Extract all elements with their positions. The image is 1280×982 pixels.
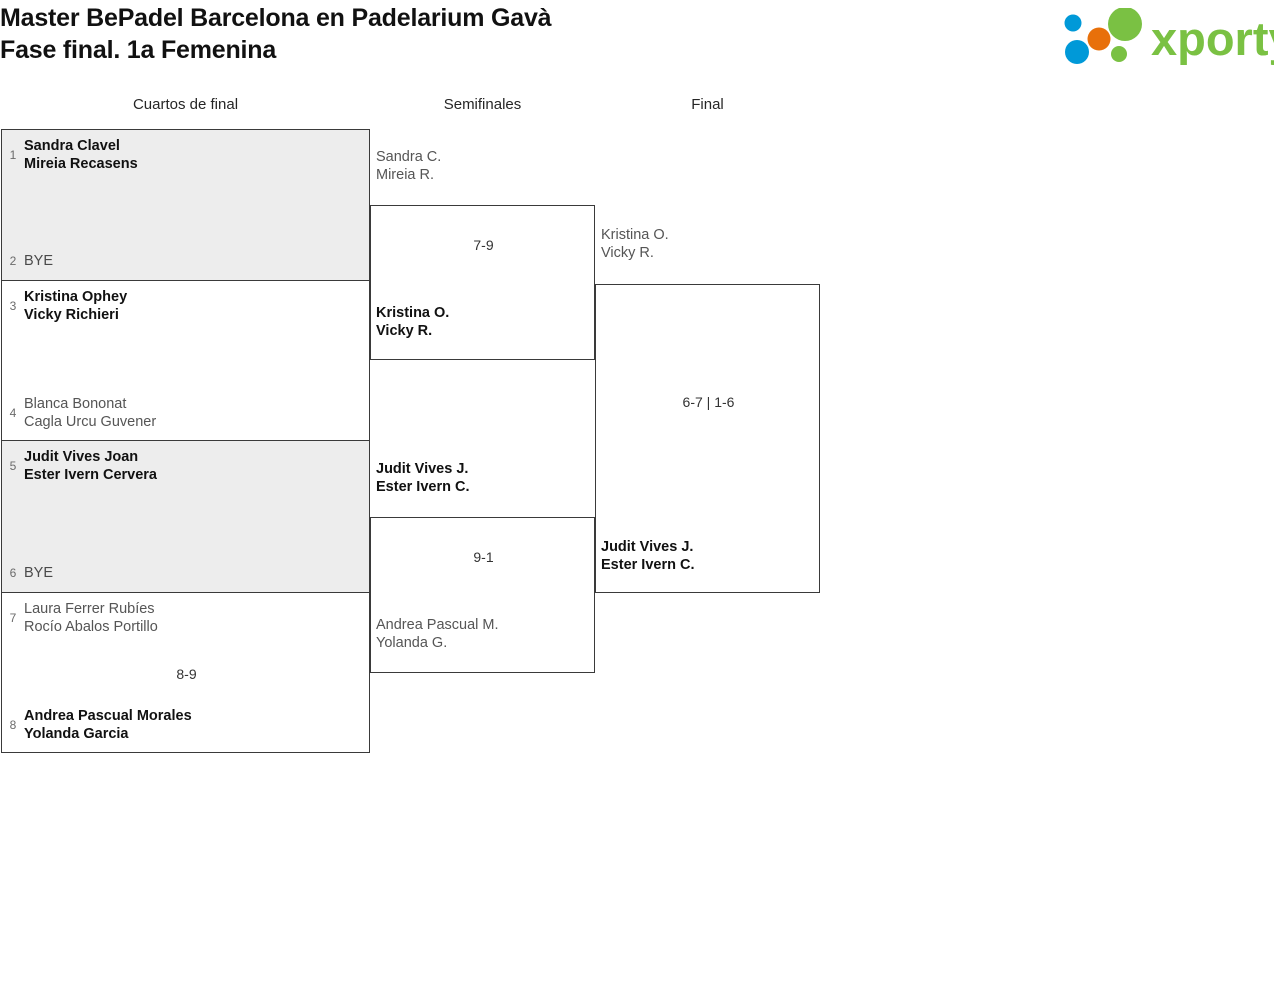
seed-number: 5: [9, 459, 17, 473]
team-names: BYE: [24, 252, 53, 271]
player-name: Judit Vives J.: [376, 461, 469, 477]
match-team-bottom: 4 Blanca Bononat Cagla Urcu Guvener: [2, 395, 157, 431]
team-names: Kristina O. Vicky R.: [376, 304, 449, 340]
player-name: Mireia Recasens: [24, 156, 138, 172]
player-name: Laura Ferrer Rubíes: [24, 601, 155, 617]
match-team-top: 3 Kristina Ophey Vicky Richieri: [2, 288, 127, 324]
tournament-title-line-2: Fase final. 1a Femenina: [0, 36, 277, 64]
xporty-logo[interactable]: xporty: [1052, 8, 1274, 66]
player-name: Blanca Bononat: [24, 396, 127, 412]
team-names: Andrea Pascual M. Yolanda G.: [376, 616, 499, 652]
team-names: Laura Ferrer Rubíes Rocío Abalos Portill…: [24, 600, 158, 636]
team-names: Judit Vives J. Ester Ivern C.: [601, 538, 695, 574]
player-name: Vicky Richieri: [24, 307, 119, 323]
match-team-top: 7 Laura Ferrer Rubíes Rocío Abalos Porti…: [2, 600, 158, 636]
match-semifinal-1[interactable]: 7-9: [370, 205, 595, 360]
player-name: Kristina O.: [376, 305, 450, 321]
player-name: Kristina O.: [601, 227, 669, 243]
match-score: 6-7 | 1-6: [682, 394, 735, 410]
player-name: Ester Ivern C.: [376, 479, 470, 495]
match-quarterfinal-3[interactable]: 5 Judit Vives Joan Ester Ivern Cervera 6…: [1, 440, 370, 593]
page-title: Master BePadel Barcelona en Padelarium G…: [0, 2, 552, 66]
match-final[interactable]: 6-7 | 1-6: [595, 284, 820, 593]
seed-number: 1: [9, 148, 17, 162]
tournament-title-line-1: Master BePadel Barcelona en Padelarium G…: [0, 4, 552, 32]
match-semifinal-2[interactable]: 9-1: [370, 517, 595, 673]
logo-wordmark: xporty: [1151, 12, 1274, 65]
player-name: Kristina Ophey: [24, 289, 128, 305]
team-names: Andrea Pascual Morales Yolanda Garcia: [24, 707, 192, 743]
player-name: Vicky R.: [376, 323, 433, 339]
player-name: Rocío Abalos Portillo: [24, 619, 158, 635]
round-header-quarterfinals: Cuartos de final: [132, 96, 239, 113]
player-name: BYE: [24, 253, 54, 269]
player-name: Ester Ivern Cervera: [24, 467, 157, 483]
semifinal-1-team-bottom: Kristina O. Vicky R.: [376, 304, 449, 340]
seed-number: 8: [9, 718, 17, 732]
seed-number: 7: [9, 611, 17, 625]
logo-dot-green-small: [1111, 46, 1127, 62]
team-names: Sandra C. Mireia R.: [376, 148, 441, 184]
player-name: Yolanda G.: [376, 635, 448, 651]
player-name: Andrea Pascual M.: [376, 617, 499, 633]
match-quarterfinal-1[interactable]: 1 Sandra Clavel Mireia Recasens 2 BYE: [1, 129, 370, 281]
player-name: Cagla Urcu Guvener: [24, 414, 157, 430]
player-name: BYE: [24, 565, 54, 581]
match-score: 7-9: [473, 237, 494, 253]
match-team-bottom: 6 BYE: [2, 564, 53, 583]
player-name: Yolanda Garcia: [24, 726, 129, 742]
player-name: Ester Ivern C.: [601, 557, 695, 573]
team-names: Judit Vives Joan Ester Ivern Cervera: [24, 448, 157, 484]
player-name: Sandra Clavel: [24, 138, 120, 154]
match-score: 9-1: [473, 549, 494, 565]
match-score: 8-9: [176, 666, 197, 682]
semifinal-2-team-top: Judit Vives J. Ester Ivern C.: [376, 460, 470, 496]
round-header-final: Final: [691, 96, 724, 113]
seed-number: 2: [9, 254, 17, 268]
player-name: Judit Vives J.: [601, 539, 694, 555]
match-team-top: 1 Sandra Clavel Mireia Recasens: [2, 137, 138, 173]
match-quarterfinal-4[interactable]: 7 Laura Ferrer Rubíes Rocío Abalos Porti…: [1, 592, 370, 753]
logo-dot-orange: [1087, 27, 1111, 51]
page-header: Master BePadel Barcelona en Padelarium G…: [0, 0, 1280, 92]
semifinal-2-team-bottom: Andrea Pascual M. Yolanda G.: [376, 616, 499, 652]
match-quarterfinal-2[interactable]: 3 Kristina Ophey Vicky Richieri 9-3 4 Bl…: [1, 280, 370, 522]
round-headers: Cuartos de final Semifinales Final: [0, 96, 1280, 124]
seed-number: 6: [9, 566, 17, 580]
team-names: Kristina O. Vicky R.: [601, 226, 669, 262]
team-names: Judit Vives J. Ester Ivern C.: [376, 460, 470, 496]
team-names: Sandra Clavel Mireia Recasens: [24, 137, 138, 173]
player-name: Sandra C.: [376, 149, 442, 165]
team-names: Kristina Ophey Vicky Richieri: [24, 288, 127, 324]
seed-number: 3: [9, 299, 17, 313]
player-name: Mireia R.: [376, 167, 435, 183]
player-name: Judit Vives Joan: [24, 449, 139, 465]
final-team-bottom-champion: Judit Vives J. Ester Ivern C.: [601, 538, 695, 574]
xporty-logo-svg: xporty: [1064, 8, 1274, 65]
seed-number: 4: [9, 406, 17, 420]
logo-dot-green-large: [1108, 8, 1142, 41]
team-names: Blanca Bononat Cagla Urcu Guvener: [24, 395, 156, 431]
round-header-semifinals: Semifinales: [443, 96, 522, 113]
player-name: Vicky R.: [601, 245, 654, 261]
match-team-top: 5 Judit Vives Joan Ester Ivern Cervera: [2, 448, 157, 484]
logo-dot-blue-small: [1064, 14, 1082, 32]
logo-dot-blue-large: [1065, 40, 1089, 64]
match-team-bottom: 8 Andrea Pascual Morales Yolanda Garcia: [2, 707, 192, 743]
team-names: BYE: [24, 564, 53, 583]
final-team-top: Kristina O. Vicky R.: [601, 226, 669, 262]
match-team-bottom: 2 BYE: [2, 252, 53, 271]
player-name: Andrea Pascual Morales: [24, 708, 192, 724]
semifinal-1-team-top: Sandra C. Mireia R.: [376, 148, 441, 184]
